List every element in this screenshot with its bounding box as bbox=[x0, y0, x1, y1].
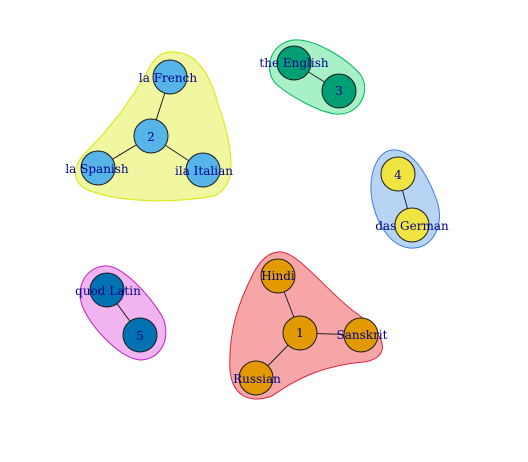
cluster-nodes bbox=[80, 45, 430, 396]
node-g5-center bbox=[122, 317, 158, 353]
node-g3-center bbox=[321, 73, 357, 109]
node-label-g1-russian: Russian bbox=[233, 372, 281, 386]
node-g1-russian bbox=[238, 360, 274, 396]
node-label-g5-center: 5 bbox=[136, 329, 144, 343]
node-g2-italian bbox=[185, 152, 221, 188]
node-g2-spanish bbox=[80, 150, 116, 186]
node-g5-latin bbox=[89, 272, 125, 308]
node-label-g2-center: 2 bbox=[147, 130, 155, 144]
node-g3-english bbox=[276, 45, 312, 81]
node-g2-center bbox=[133, 118, 169, 154]
node-label-g2-french: la French bbox=[139, 71, 197, 85]
node-g1-center bbox=[282, 315, 318, 351]
node-label-g3-center: 3 bbox=[335, 84, 343, 98]
node-g1-hindi bbox=[260, 258, 296, 294]
node-label-g1-sanskrit: Sanskrit bbox=[337, 328, 388, 342]
node-label-g3-english: the English bbox=[259, 56, 328, 70]
node-g1-sanskrit bbox=[343, 317, 379, 353]
node-label-g1-center: 1 bbox=[296, 326, 304, 340]
node-g2-french bbox=[152, 59, 188, 95]
node-label-g2-spanish: la Spanish bbox=[65, 162, 129, 176]
node-label-g1-hindi: Hindi bbox=[261, 269, 295, 283]
node-label-g4-center: 4 bbox=[394, 168, 402, 182]
node-g4-center bbox=[380, 156, 416, 192]
node-label-g5-latin: quod Latin bbox=[75, 284, 141, 298]
node-label-g4-german: das German bbox=[375, 219, 449, 233]
node-g4-german bbox=[394, 207, 430, 243]
node-label-g2-italian: ila Italian bbox=[175, 164, 233, 178]
